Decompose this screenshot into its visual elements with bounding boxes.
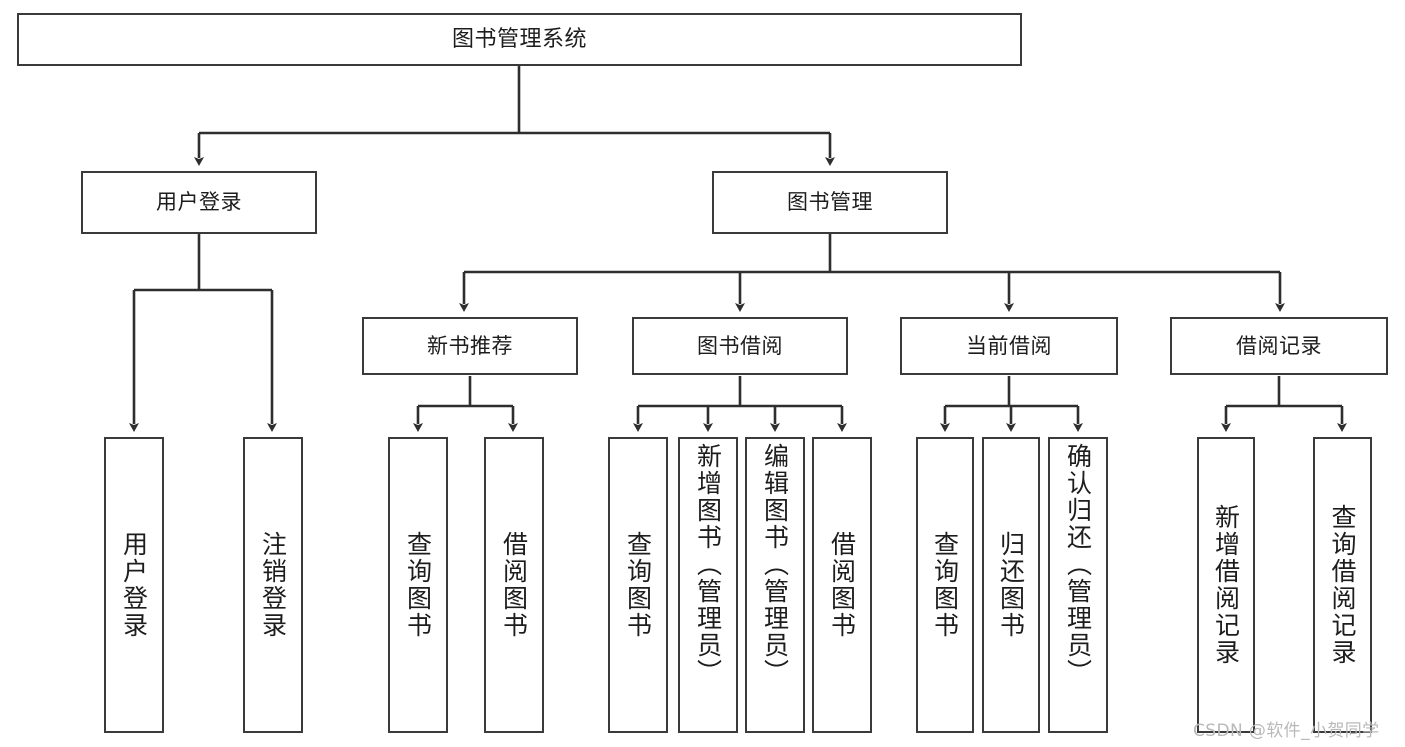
leaf-borrow-borrow-book[interactable]: 借阅图书 <box>812 437 872 733</box>
node-label: 注销登录 <box>258 531 288 639</box>
leaf-current-query-book[interactable]: 查询图书 <box>916 437 974 733</box>
node-label: 图书管理 <box>787 190 873 215</box>
node-label: 借阅图书 <box>827 531 857 639</box>
leaf-current-return-book[interactable]: 归还图书 <box>982 437 1040 733</box>
node-user-login[interactable]: 用户登录 <box>81 171 317 234</box>
node-label: 新书推荐 <box>427 333 513 358</box>
leaf-record-query-record[interactable]: 查询借阅记录 <box>1313 437 1372 733</box>
node-label: 查询借阅记录 <box>1328 504 1357 666</box>
node-label: 确认归还（管理员） <box>1063 443 1093 686</box>
node-label: 查询图书 <box>623 531 653 639</box>
csdn-watermark: CSDN @软件_小贺同学 <box>1193 721 1380 741</box>
node-book-management[interactable]: 图书管理 <box>712 171 948 234</box>
node-label: 借阅记录 <box>1236 333 1322 358</box>
leaf-borrow-edit-book-admin[interactable]: 编辑图书（管理员） <box>745 437 805 733</box>
leaf-current-confirm-return-admin[interactable]: 确认归还（管理员） <box>1048 437 1108 733</box>
leaf-borrow-add-book-admin[interactable]: 新增图书（管理员） <box>678 437 738 733</box>
leaf-recommend-query-book[interactable]: 查询图书 <box>388 437 448 733</box>
node-borrow-record[interactable]: 借阅记录 <box>1170 317 1388 375</box>
leaf-user-login-logout[interactable]: 注销登录 <box>243 437 303 733</box>
leaf-borrow-query-book[interactable]: 查询图书 <box>608 437 668 733</box>
node-root-system[interactable]: 图书管理系统 <box>17 13 1022 66</box>
node-label: 图书管理系统 <box>451 26 587 52</box>
node-new-book-recommend[interactable]: 新书推荐 <box>362 317 578 375</box>
node-current-borrow[interactable]: 当前借阅 <box>900 317 1118 375</box>
node-label: 查询图书 <box>403 531 433 639</box>
node-label: 当前借阅 <box>966 333 1052 358</box>
node-label: 编辑图书（管理员） <box>760 443 790 686</box>
node-label: 用户登录 <box>156 190 242 215</box>
node-label: 用户登录 <box>119 531 149 639</box>
leaf-user-login-login[interactable]: 用户登录 <box>104 437 164 733</box>
leaf-record-add-record[interactable]: 新增借阅记录 <box>1197 437 1255 733</box>
node-label: 借阅图书 <box>499 531 529 639</box>
node-label: 新增图书（管理员） <box>693 443 723 686</box>
node-book-borrow[interactable]: 图书借阅 <box>632 317 848 375</box>
node-label: 归还图书 <box>996 531 1026 639</box>
node-label: 查询图书 <box>930 531 960 639</box>
node-label: 图书借阅 <box>697 333 783 358</box>
node-label: 新增借阅记录 <box>1211 504 1241 666</box>
leaf-recommend-borrow-book[interactable]: 借阅图书 <box>484 437 544 733</box>
